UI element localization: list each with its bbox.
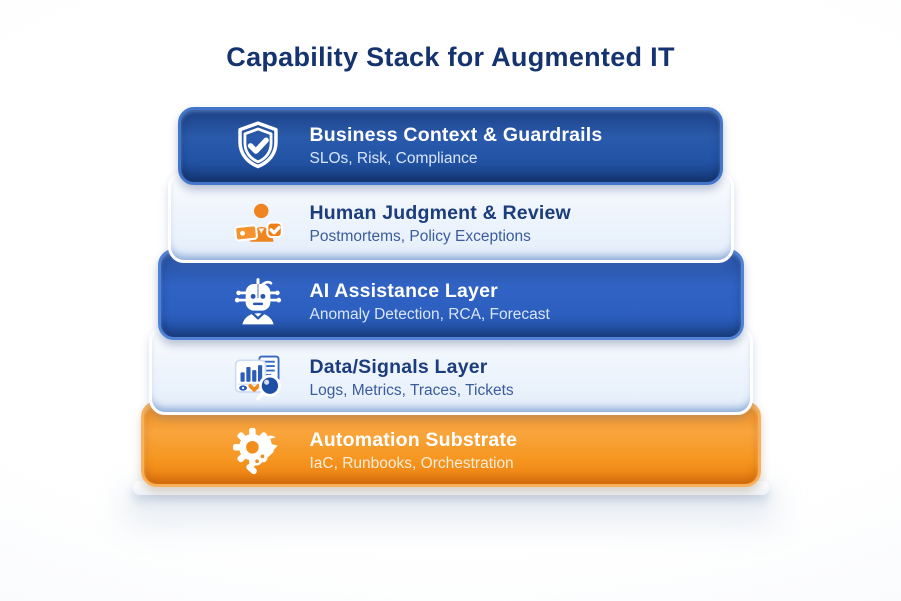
layer-title: Human Judgment & Review (309, 202, 571, 224)
robot-icon (230, 274, 286, 330)
page-title: Capability Stack for Augmented IT (226, 42, 675, 72)
layer-text: AI Assistance Layer Anomaly Detection, R… (310, 280, 550, 324)
gear-wrench-icon (230, 423, 286, 479)
capability-stack: Business Context & Guardrails SLOs, Risk… (0, 107, 901, 495)
layer-title: Automation Substrate (309, 429, 518, 451)
layer-text: Automation Substrate IaC, Runbooks, Orch… (310, 429, 518, 473)
layer-subtitle: SLOs, Risk, Compliance (309, 150, 478, 167)
layer-subtitle: Postmortems, Policy Exceptions (309, 228, 531, 245)
layer-human-judgment: Human Judgment & Review Postmortems, Pol… (167, 171, 734, 263)
layer-row: Data/Signals Layer Logs, Metrics, Traces… (230, 350, 672, 406)
shield-check-icon (230, 118, 286, 174)
layer-row: Human Judgment & Review Postmortems, Pol… (230, 196, 672, 252)
layer-business-context: Business Context & Guardrails SLOs, Risk… (178, 107, 723, 185)
human-laptop-check-icon (230, 196, 286, 252)
layer-text: Data/Signals Layer Logs, Metrics, Traces… (310, 356, 514, 400)
layer-subtitle: IaC, Runbooks, Orchestration (309, 455, 514, 472)
layer-row: AI Assistance Layer Anomaly Detection, R… (230, 274, 672, 330)
layer-title: AI Assistance Layer (309, 279, 498, 302)
layer-title: Data/Signals Layer (309, 355, 488, 378)
layer-title: Business Context & Guardrails (309, 124, 603, 146)
layer-automation-substrate: Automation Substrate IaC, Runbooks, Orch… (140, 401, 761, 487)
layer-row: Automation Substrate IaC, Runbooks, Orch… (230, 423, 672, 479)
layer-subtitle: Anomaly Detection, RCA, Forecast (309, 305, 550, 323)
layer-text: Business Context & Guardrails SLOs, Risk… (310, 124, 603, 168)
layer-text: Human Judgment & Review Postmortems, Pol… (310, 202, 571, 246)
layer-ai-assistance: AI Assistance Layer Anomaly Detection, R… (157, 249, 744, 340)
layer-row: Business Context & Guardrails SLOs, Risk… (230, 118, 672, 174)
chart-magnifier-icon (230, 350, 286, 406)
layer-subtitle: Logs, Metrics, Traces, Tickets (309, 381, 514, 399)
